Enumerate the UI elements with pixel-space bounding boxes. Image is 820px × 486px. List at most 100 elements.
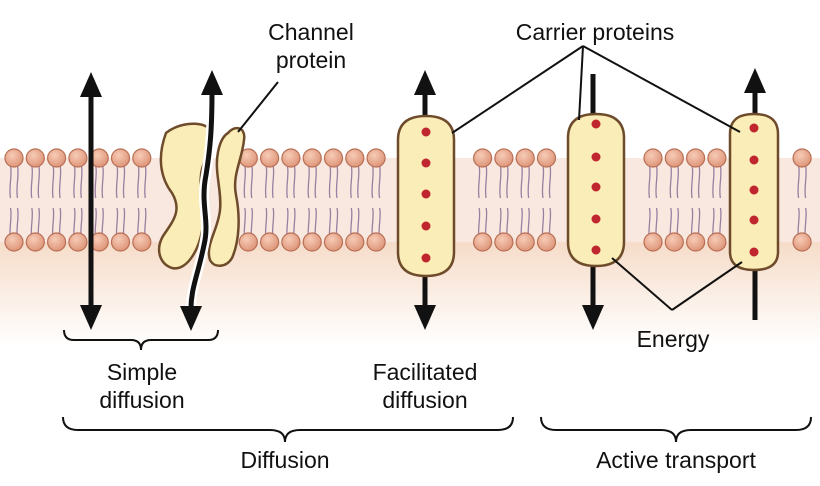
lipid-tail xyxy=(122,165,126,199)
energy-pointer-line-1 xyxy=(611,257,673,311)
lipid-tail xyxy=(80,165,83,199)
carrier-dots xyxy=(591,119,601,255)
simple-diffusion-arrow xyxy=(80,72,102,330)
lipid-head xyxy=(110,232,131,252)
carrier-dot xyxy=(421,189,431,199)
lipid-tail xyxy=(115,165,119,199)
lipid-head xyxy=(707,148,727,168)
lipid-tail xyxy=(350,165,353,199)
lipid-head xyxy=(68,148,88,168)
lipid-head xyxy=(25,148,45,168)
lipid-head xyxy=(46,232,67,252)
lipid-head xyxy=(281,232,301,252)
lipid-head xyxy=(494,232,514,252)
simple-diffusion-label-line-1: Simple xyxy=(106,359,178,385)
carrier-dot xyxy=(591,245,601,255)
lipid-head xyxy=(473,148,493,168)
lipid-tail xyxy=(250,165,254,199)
lipid-tail xyxy=(144,165,147,199)
active-transport-bracket xyxy=(540,416,812,443)
lipid-head xyxy=(46,148,67,168)
lipid-tail xyxy=(506,165,509,199)
carrier-dot xyxy=(749,247,759,257)
lipid-head xyxy=(536,148,557,168)
carrier-protein-active-1 xyxy=(566,112,626,268)
carrier-dot xyxy=(749,215,759,225)
lipid-tail xyxy=(271,165,275,199)
lipid-tail xyxy=(541,165,545,199)
lipid-head xyxy=(685,148,706,168)
lipid-head xyxy=(707,232,727,252)
lipid-head xyxy=(536,232,557,252)
active-transport-label: Active transport xyxy=(596,447,756,473)
lipid-head xyxy=(366,148,386,168)
lipid-head xyxy=(473,232,493,252)
channel-protein-label-line-1: Channel xyxy=(268,19,354,45)
carrier-dot xyxy=(591,119,601,129)
carrier-pointer-line-2 xyxy=(578,45,584,121)
lipid-tail xyxy=(527,165,530,199)
channel-protein xyxy=(157,122,246,270)
lipid-tail xyxy=(804,165,807,199)
lipid-head xyxy=(323,148,344,168)
carrier-pointer-line-1 xyxy=(451,45,584,134)
lipid-tail xyxy=(719,165,722,199)
carrier-proteins-label: Carrier proteins xyxy=(515,19,675,45)
lipid-head xyxy=(643,148,663,168)
lipid-head xyxy=(132,148,152,168)
lipid-tail xyxy=(690,165,694,199)
lipid-tail xyxy=(797,165,800,199)
lipid-tail xyxy=(655,165,658,199)
lipid-tail xyxy=(137,165,140,199)
lipid-tail xyxy=(73,165,76,199)
lipid-tail xyxy=(51,165,55,199)
diffusion-bracket xyxy=(62,416,514,443)
lipid-tail xyxy=(520,165,523,199)
carrier-dot xyxy=(591,214,601,224)
energy-pointer-line-2 xyxy=(671,261,743,311)
lipid-tail xyxy=(101,165,104,199)
lipid-tail xyxy=(378,165,381,199)
lipid-tail xyxy=(548,165,552,199)
carrier-dot xyxy=(749,155,759,165)
lipid-head xyxy=(494,148,514,168)
lipid-head xyxy=(323,232,344,252)
channel-protein-label-line-2: protein xyxy=(275,47,347,73)
lipid-tail xyxy=(697,165,701,199)
lipid-head xyxy=(685,232,706,252)
lipid-tail xyxy=(477,165,481,199)
lipid-head xyxy=(345,232,365,252)
channel-arrow xyxy=(180,70,223,331)
carrier-dot xyxy=(421,221,431,231)
lipid-head xyxy=(643,232,663,252)
carrier-protein-facilitated xyxy=(396,114,456,278)
lipid-tail xyxy=(499,165,502,199)
lipid-tail xyxy=(371,165,374,199)
channel-pointer-line xyxy=(237,81,279,133)
lipid-head xyxy=(664,232,684,252)
brackets xyxy=(62,329,812,443)
carrier-dots xyxy=(749,123,759,257)
lipid-tail xyxy=(293,165,296,199)
lipid-head xyxy=(110,148,131,168)
lipid-head xyxy=(4,148,24,168)
lipid-head xyxy=(515,232,535,252)
lipid-tail xyxy=(58,165,62,199)
carrier-dot xyxy=(749,123,759,133)
simple-diffusion-bracket xyxy=(63,329,219,351)
carrier-dot xyxy=(421,127,431,137)
carrier-dot xyxy=(591,152,601,162)
carrier-dot xyxy=(421,158,431,168)
facilitated-diffusion-label-line-1: Facilitated xyxy=(372,359,478,385)
diffusion-label: Diffusion xyxy=(240,447,330,473)
lipid-head xyxy=(4,232,24,252)
lipid-head xyxy=(792,148,812,168)
lipid-tail xyxy=(37,165,41,199)
carrier-dot xyxy=(591,182,601,192)
lipid-head xyxy=(515,148,535,168)
lipid-tail xyxy=(328,165,332,199)
lipid-head xyxy=(302,232,322,252)
lipid-tail xyxy=(243,165,247,199)
channel-protein-label: Channel protein xyxy=(252,18,370,74)
